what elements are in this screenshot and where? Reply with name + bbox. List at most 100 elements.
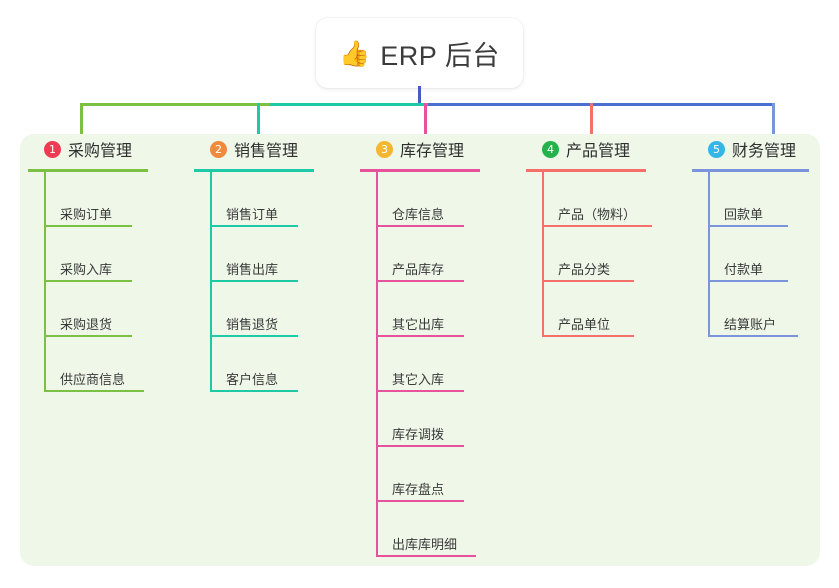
leaf-item-label: 结算账户 xyxy=(724,316,777,332)
drop-connector-2 xyxy=(257,103,260,139)
leaf-item-underline xyxy=(212,280,298,282)
branch-underline xyxy=(194,169,314,172)
branch-column-3: 3 库存管理仓库信息产品库存其它出库其它入库库存调拨库存盘点出库库明细 xyxy=(360,134,510,557)
leaf-item[interactable]: 出库库明细 xyxy=(376,502,510,557)
leaf-item-label: 其它入库 xyxy=(392,371,445,387)
bus-segment-1 xyxy=(80,103,270,106)
leaf-item-label: 库存调拨 xyxy=(392,426,445,442)
leaf-item-label: 采购入库 xyxy=(60,261,113,277)
leaf-item[interactable]: 库存盘点 xyxy=(376,447,510,502)
branch-title: 库存管理 xyxy=(400,143,465,160)
leaf-item[interactable]: 其它入库 xyxy=(376,337,510,392)
leaf-item[interactable]: 供应商信息 xyxy=(44,337,178,392)
branch-number-badge: 1 xyxy=(44,140,61,158)
branch-underline xyxy=(360,169,480,172)
leaf-item-underline xyxy=(378,445,464,447)
leaf-item-label: 供应商信息 xyxy=(60,371,126,387)
leaf-item-label: 产品库存 xyxy=(392,261,445,277)
branch-spine xyxy=(542,172,544,337)
leaf-item-underline xyxy=(544,335,634,337)
leaf-item[interactable]: 仓库信息 xyxy=(376,172,510,227)
leaf-item[interactable]: 销售出库 xyxy=(210,227,344,282)
thumbs-up-icon: 👍 xyxy=(339,38,371,68)
branch-header-5[interactable]: 5 财务管理 xyxy=(692,134,832,164)
branch-header-1[interactable]: 1 采购管理 xyxy=(28,134,178,164)
leaf-item-underline xyxy=(544,280,634,282)
leaf-item-underline xyxy=(46,280,132,282)
branch-underline xyxy=(526,169,646,172)
bus-segment-3 xyxy=(428,103,774,106)
branch-spine xyxy=(376,172,378,557)
branch-column-5: 5 财务管理回款单付款单结算账户 xyxy=(692,134,832,337)
leaf-item[interactable]: 客户信息 xyxy=(210,337,344,392)
branch-items: 产品（物料） 产品分类产品单位 xyxy=(526,172,676,337)
branch-title: 财务管理 xyxy=(732,143,797,160)
leaf-item[interactable]: 产品分类 xyxy=(542,227,676,282)
branch-number-badge: 5 xyxy=(708,140,725,158)
leaf-item-label: 客户信息 xyxy=(226,371,279,387)
branch-header-3[interactable]: 3 库存管理 xyxy=(360,134,510,164)
leaf-item-label: 其它出库 xyxy=(392,316,445,332)
leaf-item[interactable]: 销售订单 xyxy=(210,172,344,227)
branch-items: 销售订单销售出库销售退货客户信息 xyxy=(194,172,344,392)
branch-spine xyxy=(44,172,46,392)
leaf-item[interactable]: 其它出库 xyxy=(376,282,510,337)
leaf-item-underline xyxy=(378,225,464,227)
leaf-item[interactable]: 销售退货 xyxy=(210,282,344,337)
leaf-item[interactable]: 采购订单 xyxy=(44,172,178,227)
drop-connector-1 xyxy=(80,103,83,139)
branch-header-4[interactable]: 4 产品管理 xyxy=(526,134,676,164)
branch-title: 产品管理 xyxy=(566,143,631,160)
leaf-item-label: 仓库信息 xyxy=(392,206,445,222)
leaf-item[interactable]: 采购退货 xyxy=(44,282,178,337)
branch-title: 销售管理 xyxy=(234,143,299,160)
drop-connector-3 xyxy=(424,103,427,139)
diagram-panel xyxy=(20,134,820,566)
leaf-item[interactable]: 付款单 xyxy=(708,227,832,282)
branch-number-badge: 4 xyxy=(542,140,559,158)
leaf-item[interactable]: 结算账户 xyxy=(708,282,832,337)
leaf-item-underline xyxy=(710,335,798,337)
branch-items: 仓库信息产品库存其它出库其它入库库存调拨库存盘点出库库明细 xyxy=(360,172,510,557)
root-node[interactable]: 👍 ERP 后台 xyxy=(316,18,523,88)
leaf-item-label: 采购订单 xyxy=(60,206,113,222)
branch-items: 采购订单采购入库采购退货供应商信息 xyxy=(28,172,178,392)
leaf-item-label: 销售出库 xyxy=(226,261,279,277)
leaf-item-label: 回款单 xyxy=(724,206,764,222)
leaf-item[interactable]: 采购入库 xyxy=(44,227,178,282)
leaf-item-label: 销售退货 xyxy=(226,316,279,332)
leaf-item-label: 产品分类 xyxy=(558,261,611,277)
branch-title: 采购管理 xyxy=(68,143,133,160)
leaf-item[interactable]: 产品单位 xyxy=(542,282,676,337)
leaf-item-underline xyxy=(46,225,132,227)
branch-spine xyxy=(708,172,710,337)
branch-items: 回款单付款单结算账户 xyxy=(692,172,832,337)
branch-underline xyxy=(692,169,809,172)
root-stem-connector xyxy=(418,86,421,106)
leaf-item[interactable]: 库存调拨 xyxy=(376,392,510,447)
leaf-item[interactable]: 产品（物料） xyxy=(542,172,676,227)
leaf-item-label: 采购退货 xyxy=(60,316,113,332)
leaf-item-underline xyxy=(378,390,464,392)
leaf-item-label: 库存盘点 xyxy=(392,481,445,497)
branch-number-badge: 3 xyxy=(376,140,393,158)
leaf-item-label: 付款单 xyxy=(724,261,764,277)
bus-segment-2 xyxy=(270,103,428,106)
leaf-item-label: 产品单位 xyxy=(558,316,611,332)
leaf-item-underline xyxy=(378,280,464,282)
leaf-item[interactable]: 回款单 xyxy=(708,172,832,227)
leaf-item-underline xyxy=(46,335,132,337)
leaf-item-underline xyxy=(212,390,298,392)
leaf-item-underline xyxy=(378,335,464,337)
leaf-item-underline xyxy=(710,280,788,282)
leaf-item-label: 产品（物料） xyxy=(558,206,637,222)
leaf-item-underline xyxy=(212,225,298,227)
branch-underline xyxy=(28,169,148,172)
leaf-item-label: 销售订单 xyxy=(226,206,279,222)
leaf-item-underline xyxy=(46,390,144,392)
root-title: ERP 后台 xyxy=(380,40,500,71)
branch-column-4: 4 产品管理产品（物料） 产品分类产品单位 xyxy=(526,134,676,337)
leaf-item[interactable]: 产品库存 xyxy=(376,227,510,282)
